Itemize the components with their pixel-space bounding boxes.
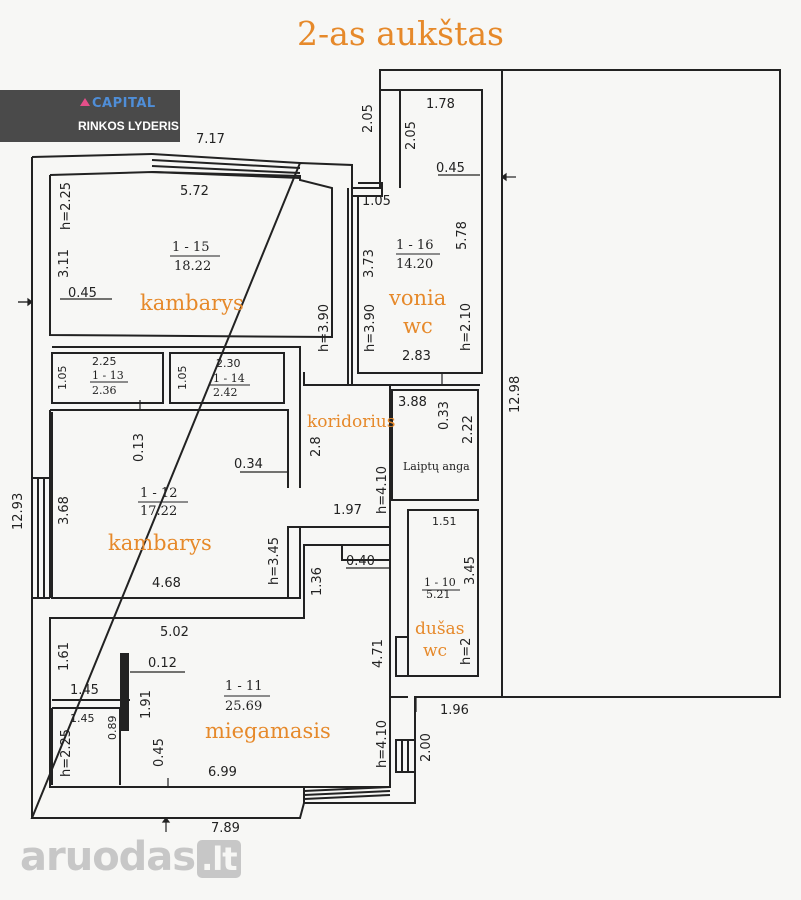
area-underlines <box>90 253 460 697</box>
dim-label: 1.61 <box>57 642 72 671</box>
dim-label: 1.05 <box>176 366 189 391</box>
room-15-area: 18.22 <box>174 259 211 274</box>
logo-brand: CAPITAL <box>92 96 156 111</box>
room-12-name: kambarys <box>108 531 212 555</box>
dim-label: 0.12 <box>148 656 177 671</box>
dim-label: 2.00 <box>419 733 434 762</box>
room-15-id: 1 - 15 <box>172 240 209 255</box>
dim-label: 2.30 <box>216 357 241 370</box>
room-11-name: miegamasis <box>205 719 331 743</box>
room-10-name: dušas <box>415 619 464 639</box>
stair-label: Laiptų anga <box>403 460 470 473</box>
room-15-name: kambarys <box>140 291 244 315</box>
dim-label: h=3.90 <box>363 304 378 352</box>
room-14-id: 1 - 14 <box>213 372 245 385</box>
walls <box>30 69 781 819</box>
dim-label: h=4.10 <box>375 466 390 514</box>
room-12-area: 17.22 <box>140 504 177 519</box>
room-11-area: 25.69 <box>225 699 262 714</box>
dim-label: 0.45 <box>68 286 97 301</box>
room-14-area: 2.42 <box>213 386 238 399</box>
room-11-id: 1 - 11 <box>225 679 262 694</box>
dim-label: 1.05 <box>56 366 69 391</box>
dim-label: 12.93 <box>11 493 26 530</box>
dim-label: 5.72 <box>180 184 209 199</box>
dim-label: 1.05 <box>362 194 391 209</box>
watermark-suffix: .lt <box>197 840 241 878</box>
dim-label: 7.17 <box>196 132 225 147</box>
dim-label: h=3.90 <box>317 304 332 352</box>
dim-label: 1.45 <box>70 683 99 698</box>
dim-label: 1.96 <box>440 703 469 718</box>
dim-label: 6.99 <box>208 765 237 780</box>
dim-label: h=2.25 <box>59 729 74 777</box>
dim-label: 1.78 <box>426 97 455 112</box>
logo-tagline: RINKOS LYDERIS <box>78 119 179 133</box>
dim-label: 5.02 <box>160 625 189 640</box>
dim-label: h=2.10 <box>459 303 474 351</box>
dim-label: h=2 <box>459 638 474 665</box>
dim-label: 2.8 <box>309 436 324 457</box>
dim-label: 0.13 <box>132 433 147 462</box>
room-16-area: 14.20 <box>396 257 433 272</box>
dim-label: 1.45 <box>70 712 95 725</box>
dim-label: 2.05 <box>361 104 376 133</box>
corridor-name: koridorius <box>307 412 395 432</box>
dim-label: 0.33 <box>437 401 452 430</box>
dim-label: 2.25 <box>92 355 117 368</box>
dim-label: 3.11 <box>57 249 72 278</box>
watermark: aruodas.lt <box>20 834 241 880</box>
dim-label: 12.98 <box>508 376 523 413</box>
dim-label: 1.97 <box>333 503 362 518</box>
room-13-area: 2.36 <box>92 384 117 397</box>
dim-label: 3.73 <box>362 249 377 278</box>
dim-label: 2.22 <box>461 415 476 444</box>
dim-label: 2.05 <box>404 121 419 150</box>
dim-label: 1.91 <box>139 690 154 719</box>
dim-label: 4.71 <box>371 639 386 668</box>
dim-label: 3.88 <box>398 395 427 410</box>
dimension-arrows <box>18 172 516 832</box>
room-10-name2: wc <box>423 641 447 661</box>
room-16-name2: wc <box>403 314 433 338</box>
dim-label: 1.36 <box>310 567 325 596</box>
floor-title: 2-as aukštas <box>297 14 504 53</box>
dim-label: 3.45 <box>463 556 478 585</box>
logo-mark-icon <box>80 98 90 106</box>
dim-label: 0.45 <box>436 161 465 176</box>
dim-label: 3.68 <box>57 496 72 525</box>
dim-label: 0.89 <box>106 716 119 741</box>
dim-label: h=4.10 <box>375 720 390 768</box>
dim-label: 4.68 <box>152 576 181 591</box>
dim-label: 0.34 <box>234 457 263 472</box>
dim-label: 5.78 <box>455 221 470 250</box>
room-13-id: 1 - 13 <box>92 369 124 382</box>
dim-label: 0.40 <box>346 554 375 569</box>
room-16-name: vonia <box>388 286 446 310</box>
watermark-main: aruodas <box>20 834 196 880</box>
dim-label: 1.51 <box>432 515 457 528</box>
room-16-id: 1 - 16 <box>396 238 433 253</box>
dim-label: 7.89 <box>211 821 240 836</box>
room-10-id: 1 - 10 <box>424 576 456 589</box>
room-10-area: 5.21 <box>426 588 451 601</box>
dim-label: 0.45 <box>152 738 167 767</box>
dim-label: h=2.25 <box>59 182 74 230</box>
dim-label: 2.83 <box>402 349 431 364</box>
dim-label: h=3.45 <box>267 537 282 585</box>
agency-logo: CAPITAL RINKOS LYDERIS <box>0 90 180 142</box>
room-12-id: 1 - 12 <box>140 486 177 501</box>
